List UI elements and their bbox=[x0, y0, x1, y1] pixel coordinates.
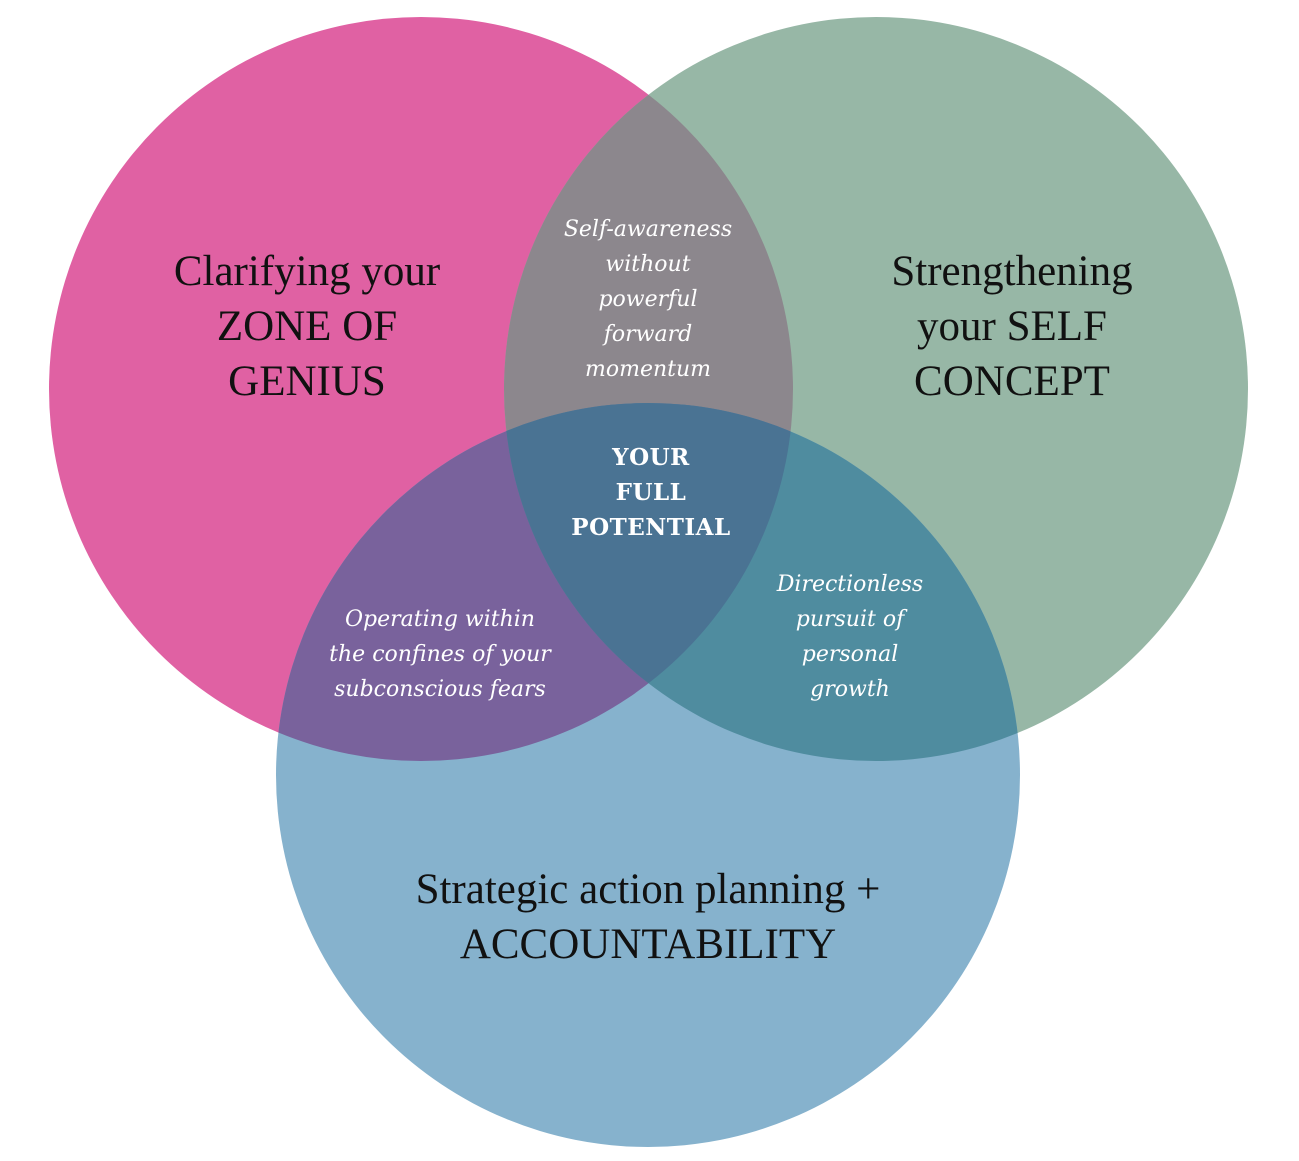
center-line-2: FULL bbox=[615, 479, 687, 506]
self-concept-label-line-3: CONCEPT bbox=[914, 358, 1110, 405]
self-concept-label-line-1: Strengthening bbox=[891, 248, 1133, 295]
genius-circle-label: Clarifying your ZONE OF GENIUS bbox=[157, 244, 457, 409]
action-label-line-2: ACCOUNTABILITY bbox=[459, 921, 837, 968]
action-circle-label: Strategic action planning + ACCOUNTABILI… bbox=[348, 862, 948, 972]
genius-self-line-3: powerful bbox=[598, 287, 698, 312]
self-action-overlap-label: Directionless pursuit of personal growth bbox=[740, 567, 960, 707]
genius-self-overlap-label: Self-awareness without powerful forward … bbox=[538, 212, 758, 387]
genius-self-line-4: forward bbox=[603, 322, 693, 347]
genius-label-line-3: GENIUS bbox=[228, 358, 386, 405]
genius-action-line-3: subconscious fears bbox=[334, 677, 546, 702]
self-concept-label-line-2: your SELF bbox=[917, 303, 1107, 350]
genius-action-line-1: Operating within bbox=[345, 607, 535, 632]
center-overlap-label: YOUR FULL POTENTIAL bbox=[541, 440, 761, 545]
self-concept-circle-label: Strengthening your SELF CONCEPT bbox=[852, 244, 1172, 409]
self-action-line-4: growth bbox=[810, 677, 890, 702]
genius-self-line-1: Self-awareness bbox=[563, 217, 733, 242]
genius-action-line-2: the confines of your bbox=[329, 642, 551, 667]
self-action-line-2: pursuit of bbox=[795, 607, 905, 632]
action-label-line-1: Strategic action planning + bbox=[415, 866, 881, 913]
self-action-line-3: personal bbox=[801, 642, 899, 667]
genius-action-overlap-label: Operating within the confines of your su… bbox=[300, 602, 580, 707]
genius-self-line-2: without bbox=[605, 252, 691, 277]
self-action-overlap bbox=[504, 403, 1020, 761]
center-line-1: YOUR bbox=[612, 444, 690, 471]
genius-action-overlap bbox=[276, 403, 793, 761]
genius-label-line-2: ZONE OF bbox=[216, 303, 398, 350]
center-line-3: POTENTIAL bbox=[571, 514, 731, 541]
genius-self-line-5: momentum bbox=[584, 357, 712, 382]
self-action-line-1: Directionless bbox=[776, 572, 924, 597]
genius-label-line-1: Clarifying your bbox=[173, 248, 441, 295]
